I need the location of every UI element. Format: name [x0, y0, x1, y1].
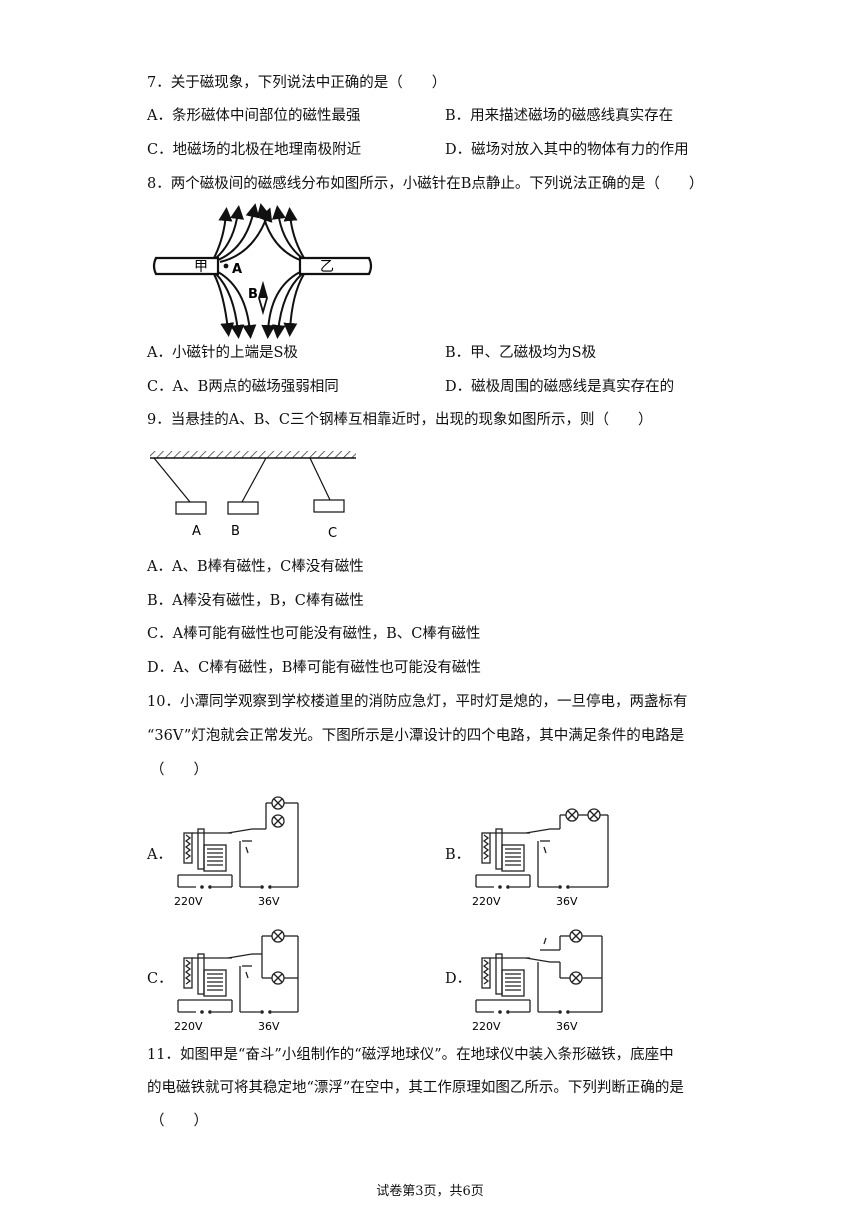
q7-option-d: D．磁场对放入其中的物体有力的作用: [445, 142, 689, 158]
q7-option-c: C．地磁场的北极在地理南极附近: [147, 142, 362, 158]
q10-b-low-label: 36V: [556, 895, 578, 908]
q10-circuit-d: 220V 36V: [472, 929, 603, 1033]
q9-stem: 9．当悬挂的A、B、C三个钢棒互相靠近时，出现的现象如图所示，则（ ）: [147, 412, 653, 428]
q10-option-d-label: D．: [445, 971, 472, 987]
q10-option-c-label: C．: [147, 971, 173, 987]
q9-rod-a-label: A: [192, 524, 201, 539]
q7-stem: 7．关于磁现象，下列说法中正确的是（ ）: [147, 75, 447, 91]
q10-c-low-label: 36V: [258, 1020, 280, 1033]
q9-option-a: A．A、B棒有磁性，C棒没有磁性: [147, 559, 364, 575]
q9-option-c: C．A棒可能有磁性也可能没有磁性，B、C棒有磁性: [147, 626, 481, 642]
q10-circuit-b: 220V 36V: [472, 808, 609, 908]
q8-option-a: A．小磁针的上端是S极: [147, 345, 298, 361]
q10-a-low-label: 36V: [258, 895, 280, 908]
q11-stem-line-3: （ ）: [150, 1113, 208, 1129]
q7-option-b: B．用来描述磁场的磁感线真实存在: [445, 108, 674, 124]
q8-option-c: C．A、B两点的磁场强弱相同: [147, 379, 339, 395]
q9-option-b: B．A棒没有磁性，B，C棒有磁性: [147, 593, 364, 609]
q8-option-b: B．甲、乙磁极均为S极: [445, 345, 597, 361]
q10-d-mains-label: 220V: [472, 1020, 501, 1033]
q8-magnetic-field-figure: 甲 乙 A B: [152, 203, 373, 339]
q9-option-d: D．A、C棒有磁性，B棒可能有磁性也可能没有磁性: [147, 660, 481, 676]
q10-c-mains-label: 220V: [174, 1020, 203, 1033]
q8-point-a: A: [232, 262, 242, 277]
q10-stem-line-2: “36V”灯泡就会正常发光。下图所示是小潭设计的四个电路，其中满足条件的电路是: [147, 728, 685, 744]
q9-rod-b-label: B: [231, 524, 240, 539]
q8-option-d: D．磁极周围的磁感线是真实存在的: [445, 379, 675, 395]
q10-circuit-c: 220V 36V: [174, 929, 299, 1033]
page-footer: 试卷第3页，共6页: [376, 1184, 484, 1199]
q8-point-b: B: [248, 287, 258, 302]
q8-pole-left: 甲: [194, 259, 208, 275]
q10-d-low-label: 36V: [556, 1020, 578, 1033]
q9-hanging-rods-figure: A B C: [150, 451, 356, 541]
q10-stem-line-1: 10．小潭同学观察到学校楼道里的消防应急灯，平时灯是熄的，一旦停电，两盏标有: [147, 694, 688, 710]
q10-stem-line-3: （ ）: [150, 762, 208, 778]
q7-option-a: A．条形磁体中间部位的磁性最强: [147, 108, 361, 124]
q10-option-a-label: A．: [147, 847, 172, 863]
q9-rod-c-label: C: [328, 526, 337, 541]
q10-a-mains-label: 220V: [174, 895, 203, 908]
q10-b-mains-label: 220V: [472, 895, 501, 908]
q8-stem: 8．两个磁极间的磁感线分布如图所示，小磁针在B点静止。下列说法正确的是（ ）: [147, 176, 704, 192]
q11-stem-line-1: 11．如图甲是“奋斗”小组制作的“磁浮地球仪”。在地球仪中装入条形磁铁，底座中: [147, 1047, 674, 1063]
q10-option-b-label: B．: [445, 847, 471, 863]
q8-pole-right: 乙: [320, 259, 334, 275]
q10-circuit-a: 220V 36V: [174, 796, 299, 908]
q11-stem-line-2: 的电磁铁就可将其稳定地“漂浮”在空中，其工作原理如图乙所示。下列判断正确的是: [147, 1080, 684, 1096]
